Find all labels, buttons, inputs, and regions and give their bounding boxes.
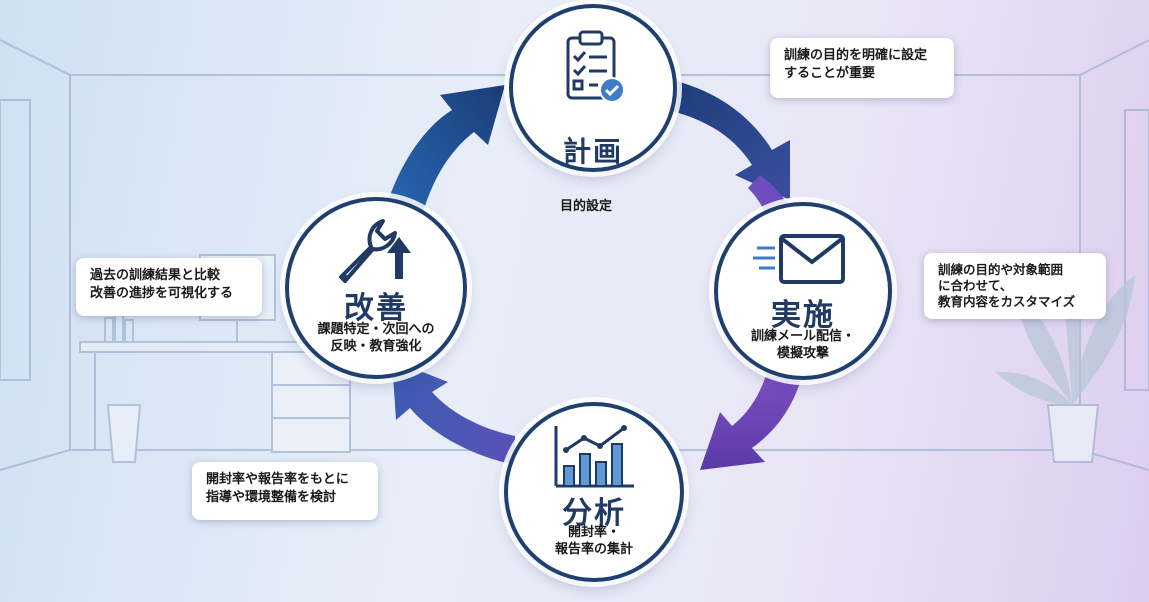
do-node: 実施 訓練メール配信・ 模擬攻撃 bbox=[714, 202, 892, 380]
improve-title: 改善 bbox=[344, 291, 408, 326]
improve-node: 改善 課題特定・次回への 反映・教育強化 bbox=[285, 197, 467, 379]
plan-title: 計画 bbox=[562, 135, 623, 168]
plan-node: 計画 bbox=[509, 4, 677, 172]
arrow-do-to-analyze bbox=[700, 360, 806, 470]
arrow-improve-to-plan bbox=[380, 85, 505, 232]
clipboard-check-icon bbox=[566, 30, 625, 103]
improve-description: 課題特定・次回への 反映・教育強化 bbox=[317, 322, 435, 354]
plan-callout: 訓練の目的を明確に設定 することが重要 bbox=[770, 38, 954, 98]
do-description: 訓練メール配信・ 模擬攻撃 bbox=[750, 329, 855, 361]
improve-callout-text: 過去の訓練結果と比較 改善の進捗を可視化する bbox=[90, 268, 234, 301]
improve-callout: 過去の訓練結果と比較 改善の進捗を可視化する bbox=[76, 258, 262, 316]
bar-chart-icon bbox=[554, 425, 634, 488]
do-callout-text: 訓練の目的や対象範囲 に合わせて、 教育内容をカスタマイズ bbox=[938, 262, 1076, 309]
analyze-description: 開封率・ 報告率の集計 bbox=[554, 525, 633, 557]
analyze-node: 分析 開封率・ 報告率の集計 bbox=[504, 402, 684, 582]
do-title: 実施 bbox=[771, 298, 835, 333]
plan-description: 目的設定 bbox=[560, 199, 613, 214]
do-callout: 訓練の目的や対象範囲 に合わせて、 教育内容をカスタマイズ bbox=[924, 253, 1106, 319]
analyze-callout-text: 開封率や報告率をもとに 指導や環境整備を検討 bbox=[206, 472, 349, 505]
wrench-arrow-up-icon bbox=[339, 219, 411, 283]
arrow-plan-to-do bbox=[668, 80, 790, 200]
plan-callout-text: 訓練の目的を明確に設定 することが重要 bbox=[784, 48, 928, 81]
analyze-callout: 開封率や報告率をもとに 指導や環境整備を検討 bbox=[192, 462, 378, 520]
analyze-title: 分析 bbox=[562, 496, 626, 531]
envelope-icon bbox=[753, 234, 845, 284]
arrow-analyze-to-improve bbox=[392, 360, 515, 465]
